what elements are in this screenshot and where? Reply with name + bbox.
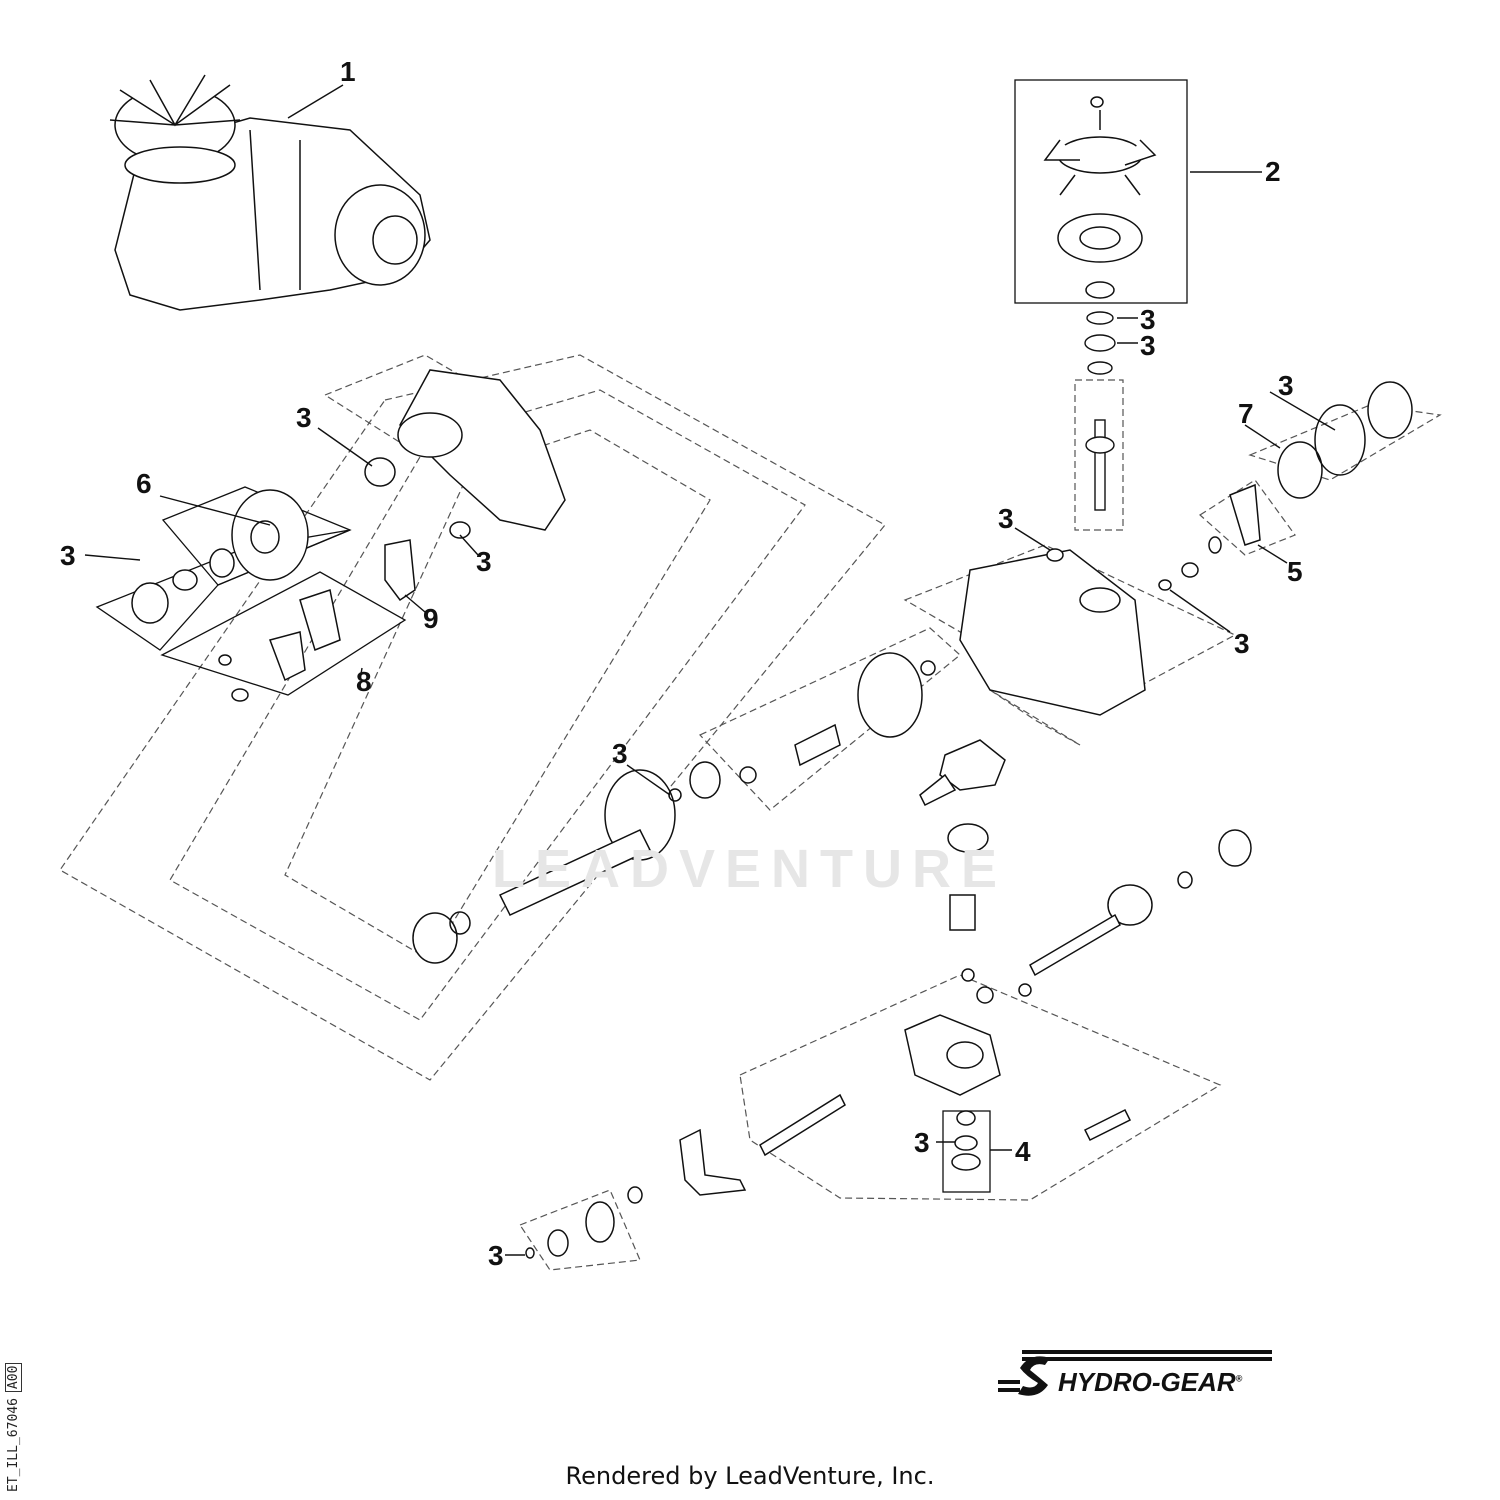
group-2-box — [1014, 79, 1188, 304]
callout-3: 3 — [60, 540, 76, 571]
callout-3: 3 — [1140, 330, 1156, 361]
footer-credit: Rendered by LeadVenture, Inc. — [565, 1462, 935, 1490]
brand-name: HYDRO-GEAR — [1058, 1367, 1236, 1397]
drawing-revision: A00 — [5, 1362, 22, 1393]
fan-pulley-group — [1043, 96, 1157, 299]
brand-logo: HYDRO-GEAR® — [1058, 1367, 1242, 1398]
watermark-text: LEADVENTURE — [492, 839, 1008, 899]
pump-cylinder — [1029, 829, 1252, 977]
group-6-upper — [161, 486, 352, 586]
callout-9: 9 — [423, 603, 439, 634]
group-9-bracket — [384, 539, 416, 602]
gear-train — [412, 652, 936, 964]
group-5-parts — [1158, 483, 1261, 591]
shaft-and-seals — [1084, 311, 1116, 511]
group-8-box — [160, 571, 407, 696]
group-8-parts — [218, 589, 341, 702]
housing-upper — [364, 369, 566, 539]
callout-5: 5 — [1287, 556, 1303, 587]
assembly-1-transaxle — [109, 74, 431, 311]
callout-3: 3 — [914, 1127, 930, 1158]
callout-3: 3 — [1140, 304, 1156, 335]
callout-4: 4 — [1015, 1136, 1031, 1167]
callout-3: 3 — [1234, 628, 1250, 659]
end-cap-group — [679, 983, 1132, 1196]
callout-1: 1 — [340, 56, 356, 87]
group-4-parts — [951, 1110, 981, 1171]
leader-lines — [84, 84, 1336, 1256]
housing-lower — [959, 548, 1146, 716]
brand-registered-mark: ® — [1235, 1373, 1243, 1384]
callout-3: 3 — [476, 546, 492, 577]
callout-3: 3 — [998, 503, 1014, 534]
callout-3: 3 — [488, 1240, 504, 1271]
callout-3: 3 — [612, 738, 628, 769]
group-6-parts — [131, 489, 309, 624]
callout-2: 2 — [1265, 156, 1281, 187]
callout-8: 8 — [356, 666, 372, 697]
center-section — [919, 739, 1006, 982]
callout-7: 7 — [1238, 398, 1254, 429]
callout-3: 3 — [296, 402, 312, 433]
part-group-boxes — [95, 79, 1188, 1193]
lower-gear-group — [525, 1186, 643, 1259]
callout-3: 3 — [1278, 370, 1294, 401]
brand-swoosh — [998, 1350, 1272, 1396]
callout-6: 6 — [136, 468, 152, 499]
filter-group-7 — [1277, 381, 1413, 499]
